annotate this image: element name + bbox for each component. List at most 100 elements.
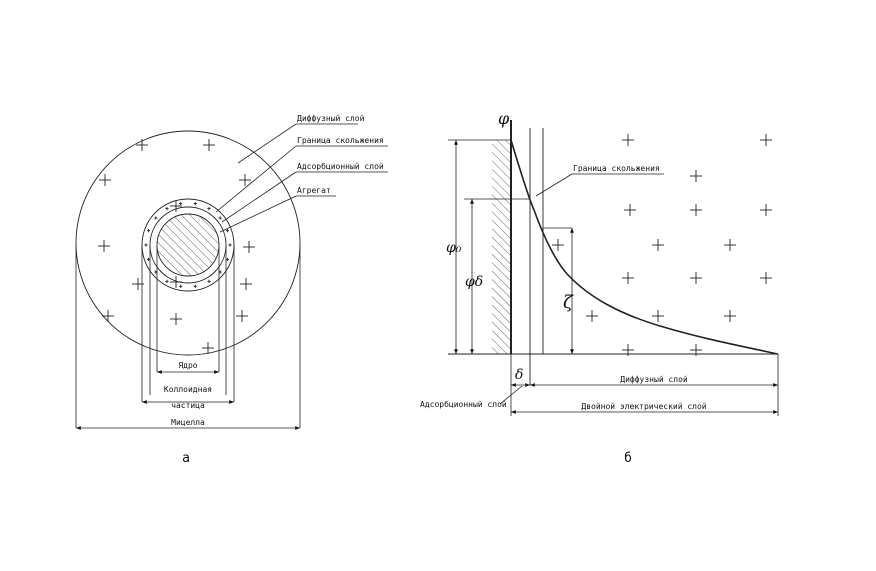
plus-sign	[228, 243, 232, 247]
plus-sign	[243, 241, 255, 253]
plus-sign	[170, 276, 182, 288]
dim-core: Ядро	[178, 361, 197, 370]
left-charges	[98, 139, 255, 354]
left-dimensions	[75, 245, 301, 430]
plus-sign	[534, 328, 539, 333]
plus-sign	[624, 204, 636, 216]
plus-sign	[146, 229, 151, 233]
label-diffuse-right: Диффузный слой	[620, 375, 688, 384]
dim-particle-line1: Коллоидная	[164, 385, 212, 394]
plus-sign	[522, 342, 526, 346]
caption-a: а	[182, 451, 190, 466]
plus-sign	[534, 296, 539, 301]
plus-sign	[690, 170, 702, 182]
plus-sign	[534, 158, 539, 163]
plus-sign	[218, 216, 222, 220]
dim-micelle: Мицелла	[171, 418, 205, 427]
plus-sign	[170, 200, 182, 212]
surface-wall	[492, 140, 511, 354]
plus-sign	[522, 270, 526, 274]
symbol-zeta: ζ	[563, 292, 574, 313]
plus-sign	[522, 318, 526, 322]
plus-sign	[514, 288, 518, 292]
plus-sign	[239, 174, 251, 186]
label-double-layer: Двойной электрический слой	[581, 402, 706, 411]
plus-sign	[690, 204, 702, 216]
plus-sign	[622, 134, 634, 146]
plus-sign	[514, 300, 518, 304]
plus-sign	[207, 279, 211, 283]
right-axes	[448, 120, 779, 416]
label-aggregate: Агрегат	[297, 186, 331, 195]
plus-sign	[514, 228, 518, 232]
plus-sign	[760, 272, 772, 284]
plus-sign	[514, 264, 518, 268]
plus-sign	[522, 210, 526, 214]
plus-sign	[622, 272, 634, 284]
plus-sign	[514, 240, 518, 244]
plus-sign	[179, 284, 183, 288]
plus-sign	[218, 270, 222, 274]
plus-sign	[522, 234, 526, 238]
plus-sign	[154, 270, 158, 274]
plus-sign	[760, 204, 772, 216]
plus-sign	[146, 257, 151, 261]
plus-sign	[514, 336, 518, 340]
plus-sign	[236, 310, 248, 322]
plus-sign	[144, 243, 148, 247]
plus-sign	[514, 312, 518, 316]
label-slip-boundary-right: Граница скольжения	[573, 164, 660, 173]
plus-sign	[552, 239, 564, 251]
plus-sign	[193, 202, 197, 206]
label-diffuse-layer: Диффузный слой	[297, 114, 365, 123]
plus-sign	[99, 174, 111, 186]
plus-sign	[522, 330, 526, 334]
plus-sign	[225, 229, 230, 233]
plus-sign	[522, 258, 526, 262]
plus-sign	[724, 239, 736, 251]
plus-sign	[514, 276, 518, 280]
symbol-phid: φδ	[465, 274, 483, 290]
plus-sign	[586, 310, 598, 322]
right-charges	[552, 134, 772, 356]
plus-sign	[225, 257, 230, 261]
plus-sign	[652, 310, 664, 322]
plus-sign	[165, 279, 169, 283]
plus-sign	[534, 226, 539, 231]
symbol-phi0: φ₀	[446, 240, 462, 256]
micelle-figure	[75, 130, 301, 356]
plus-sign	[522, 222, 526, 226]
plus-sign	[203, 139, 215, 151]
plus-sign	[179, 202, 183, 206]
plus-sign	[207, 207, 211, 211]
label-slip-boundary: Граница скольжения	[297, 136, 384, 145]
symbol-delta: δ	[515, 367, 523, 383]
plus-sign	[170, 313, 182, 325]
plus-sign	[522, 282, 526, 286]
plus-sign	[132, 278, 144, 290]
adsorption-charges	[514, 158, 539, 347]
plus-sign	[240, 278, 252, 290]
plus-sign	[98, 240, 110, 252]
plus-sign	[690, 344, 702, 356]
potential-curve	[510, 139, 779, 355]
plus-sign	[724, 310, 736, 322]
label-adsorption-right: Адсорбционный слой	[420, 399, 507, 409]
core-circle	[156, 213, 220, 277]
plus-sign	[193, 284, 197, 288]
symbol-phi: φ	[498, 109, 510, 128]
plus-sign	[136, 139, 148, 151]
plus-sign	[514, 252, 518, 256]
plus-sign	[202, 342, 214, 354]
label-adsorption-layer: Адсорбционный слой	[297, 161, 384, 171]
plus-sign	[652, 239, 664, 251]
plus-sign	[154, 216, 158, 220]
caption-b: б	[624, 451, 632, 466]
plus-sign	[514, 216, 518, 220]
plus-sign	[534, 260, 539, 265]
plus-sign	[514, 324, 518, 328]
plus-sign	[165, 207, 169, 211]
plus-sign	[522, 246, 526, 250]
micelle-outer-circle	[75, 130, 301, 356]
